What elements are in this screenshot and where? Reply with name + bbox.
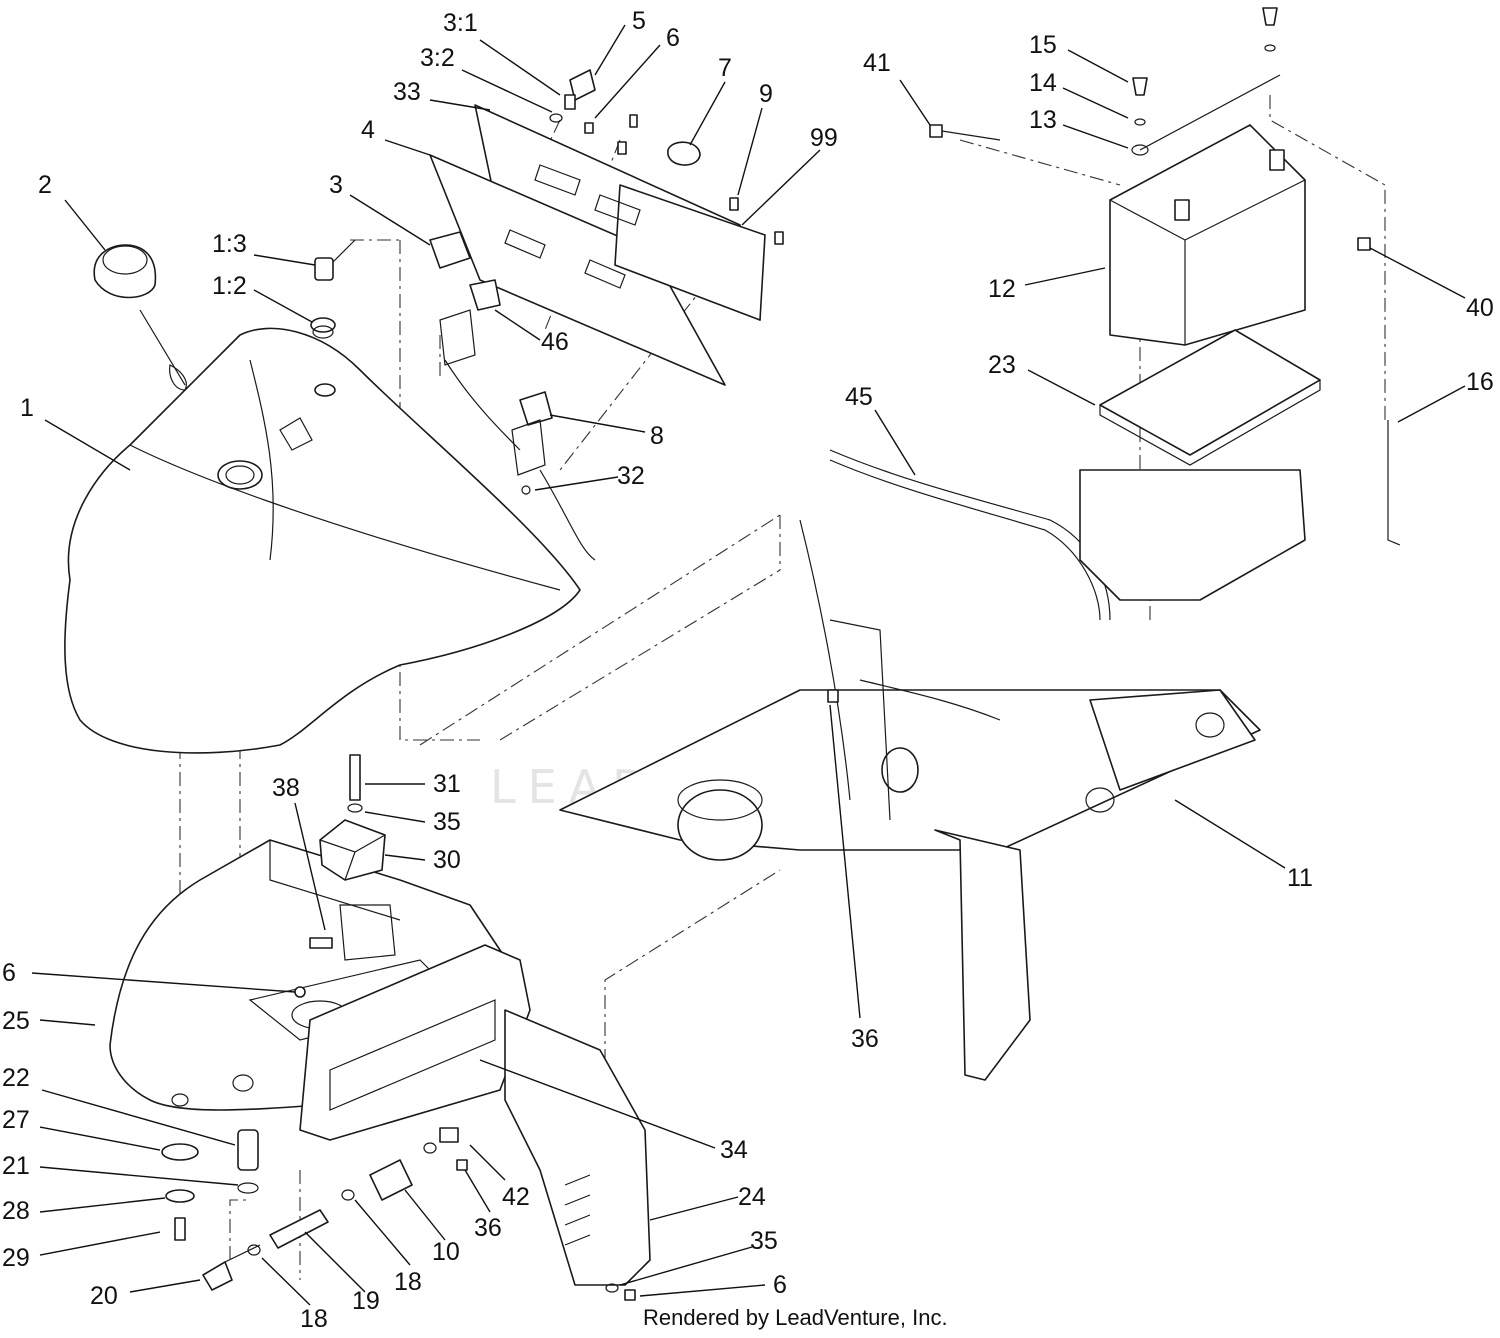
callout-1-3: 1:3	[212, 230, 247, 258]
fuel-cap	[93, 244, 187, 391]
callout-29: 29	[2, 1244, 30, 1272]
callout-6-b: 6	[2, 959, 16, 987]
callout-6: 6	[666, 24, 680, 52]
panel-plug	[667, 141, 701, 166]
callout-27: 27	[2, 1106, 30, 1134]
fuel-filter-line	[161, 1127, 636, 1301]
callout-19: 19	[352, 1287, 380, 1315]
render-credit: Rendered by LeadVenture, Inc.	[643, 1305, 948, 1330]
callout-18-b: 18	[300, 1305, 328, 1333]
callout-38: 38	[272, 774, 300, 802]
callout-25: 25	[2, 1007, 30, 1035]
callout-5: 5	[632, 7, 646, 35]
callout-46: 46	[541, 328, 569, 356]
callout-18: 18	[394, 1268, 422, 1296]
battery-bolts	[929, 124, 1371, 251]
callout-28: 28	[2, 1197, 30, 1225]
callout-1: 1	[20, 394, 34, 422]
callout-31: 31	[433, 770, 461, 798]
callout-labels: 3:1 5 3:2 6 33 7 9 4 99 2 3 1:3 1:2 46 1…	[2, 7, 1494, 1333]
seat-switch	[309, 754, 396, 961]
frame-assembly	[559, 469, 1306, 1081]
callout-3: 3	[329, 171, 343, 199]
callout-21: 21	[2, 1152, 30, 1180]
callout-42: 42	[502, 1183, 530, 1211]
battery-assembly	[1109, 7, 1306, 346]
key-switch	[549, 69, 784, 245]
fuel-line	[829, 449, 1111, 621]
callout-20: 20	[90, 1282, 118, 1310]
callout-33: 33	[393, 78, 421, 106]
hold-down-rod	[1387, 420, 1401, 546]
battery-tray	[1099, 329, 1321, 466]
control-panels	[429, 104, 766, 386]
callout-12: 12	[988, 275, 1016, 303]
callout-1-2: 1:2	[212, 272, 247, 300]
side-panel	[504, 1009, 651, 1286]
callout-36: 36	[851, 1025, 879, 1053]
callout-35: 35	[433, 808, 461, 836]
callout-24: 24	[738, 1183, 766, 1211]
throttle-control	[439, 279, 521, 451]
callout-22: 22	[2, 1064, 30, 1092]
callout-14: 14	[1029, 69, 1057, 97]
callout-3-1: 3:1	[443, 9, 478, 37]
tank-grommet-fitting	[310, 239, 356, 339]
callout-23: 23	[988, 351, 1016, 379]
ignition-switch	[429, 231, 471, 269]
callout-36-b: 36	[474, 1214, 502, 1242]
callout-35-b: 35	[750, 1227, 778, 1255]
callout-16: 16	[1466, 368, 1494, 396]
callout-30: 30	[433, 846, 461, 874]
callout-11: 11	[1287, 864, 1313, 892]
callout-7: 7	[718, 54, 732, 82]
callout-9: 9	[759, 80, 773, 108]
callout-2: 2	[38, 171, 52, 199]
callout-3-2: 3:2	[420, 44, 455, 72]
callout-13: 13	[1029, 106, 1057, 134]
callout-99: 99	[810, 124, 838, 152]
leader-lines	[31, 24, 1466, 1306]
fuel-tank	[64, 327, 581, 754]
choke-control	[511, 391, 596, 561]
callout-15: 15	[1029, 31, 1057, 59]
callout-34: 34	[720, 1136, 748, 1164]
callout-6-c: 6	[773, 1271, 787, 1299]
callout-8: 8	[650, 422, 664, 450]
callout-10: 10	[432, 1238, 460, 1266]
callout-45: 45	[845, 383, 873, 411]
callout-32: 32	[617, 462, 645, 490]
callout-40: 40	[1466, 294, 1494, 322]
callout-4: 4	[361, 116, 375, 144]
callout-41: 41	[863, 49, 891, 77]
